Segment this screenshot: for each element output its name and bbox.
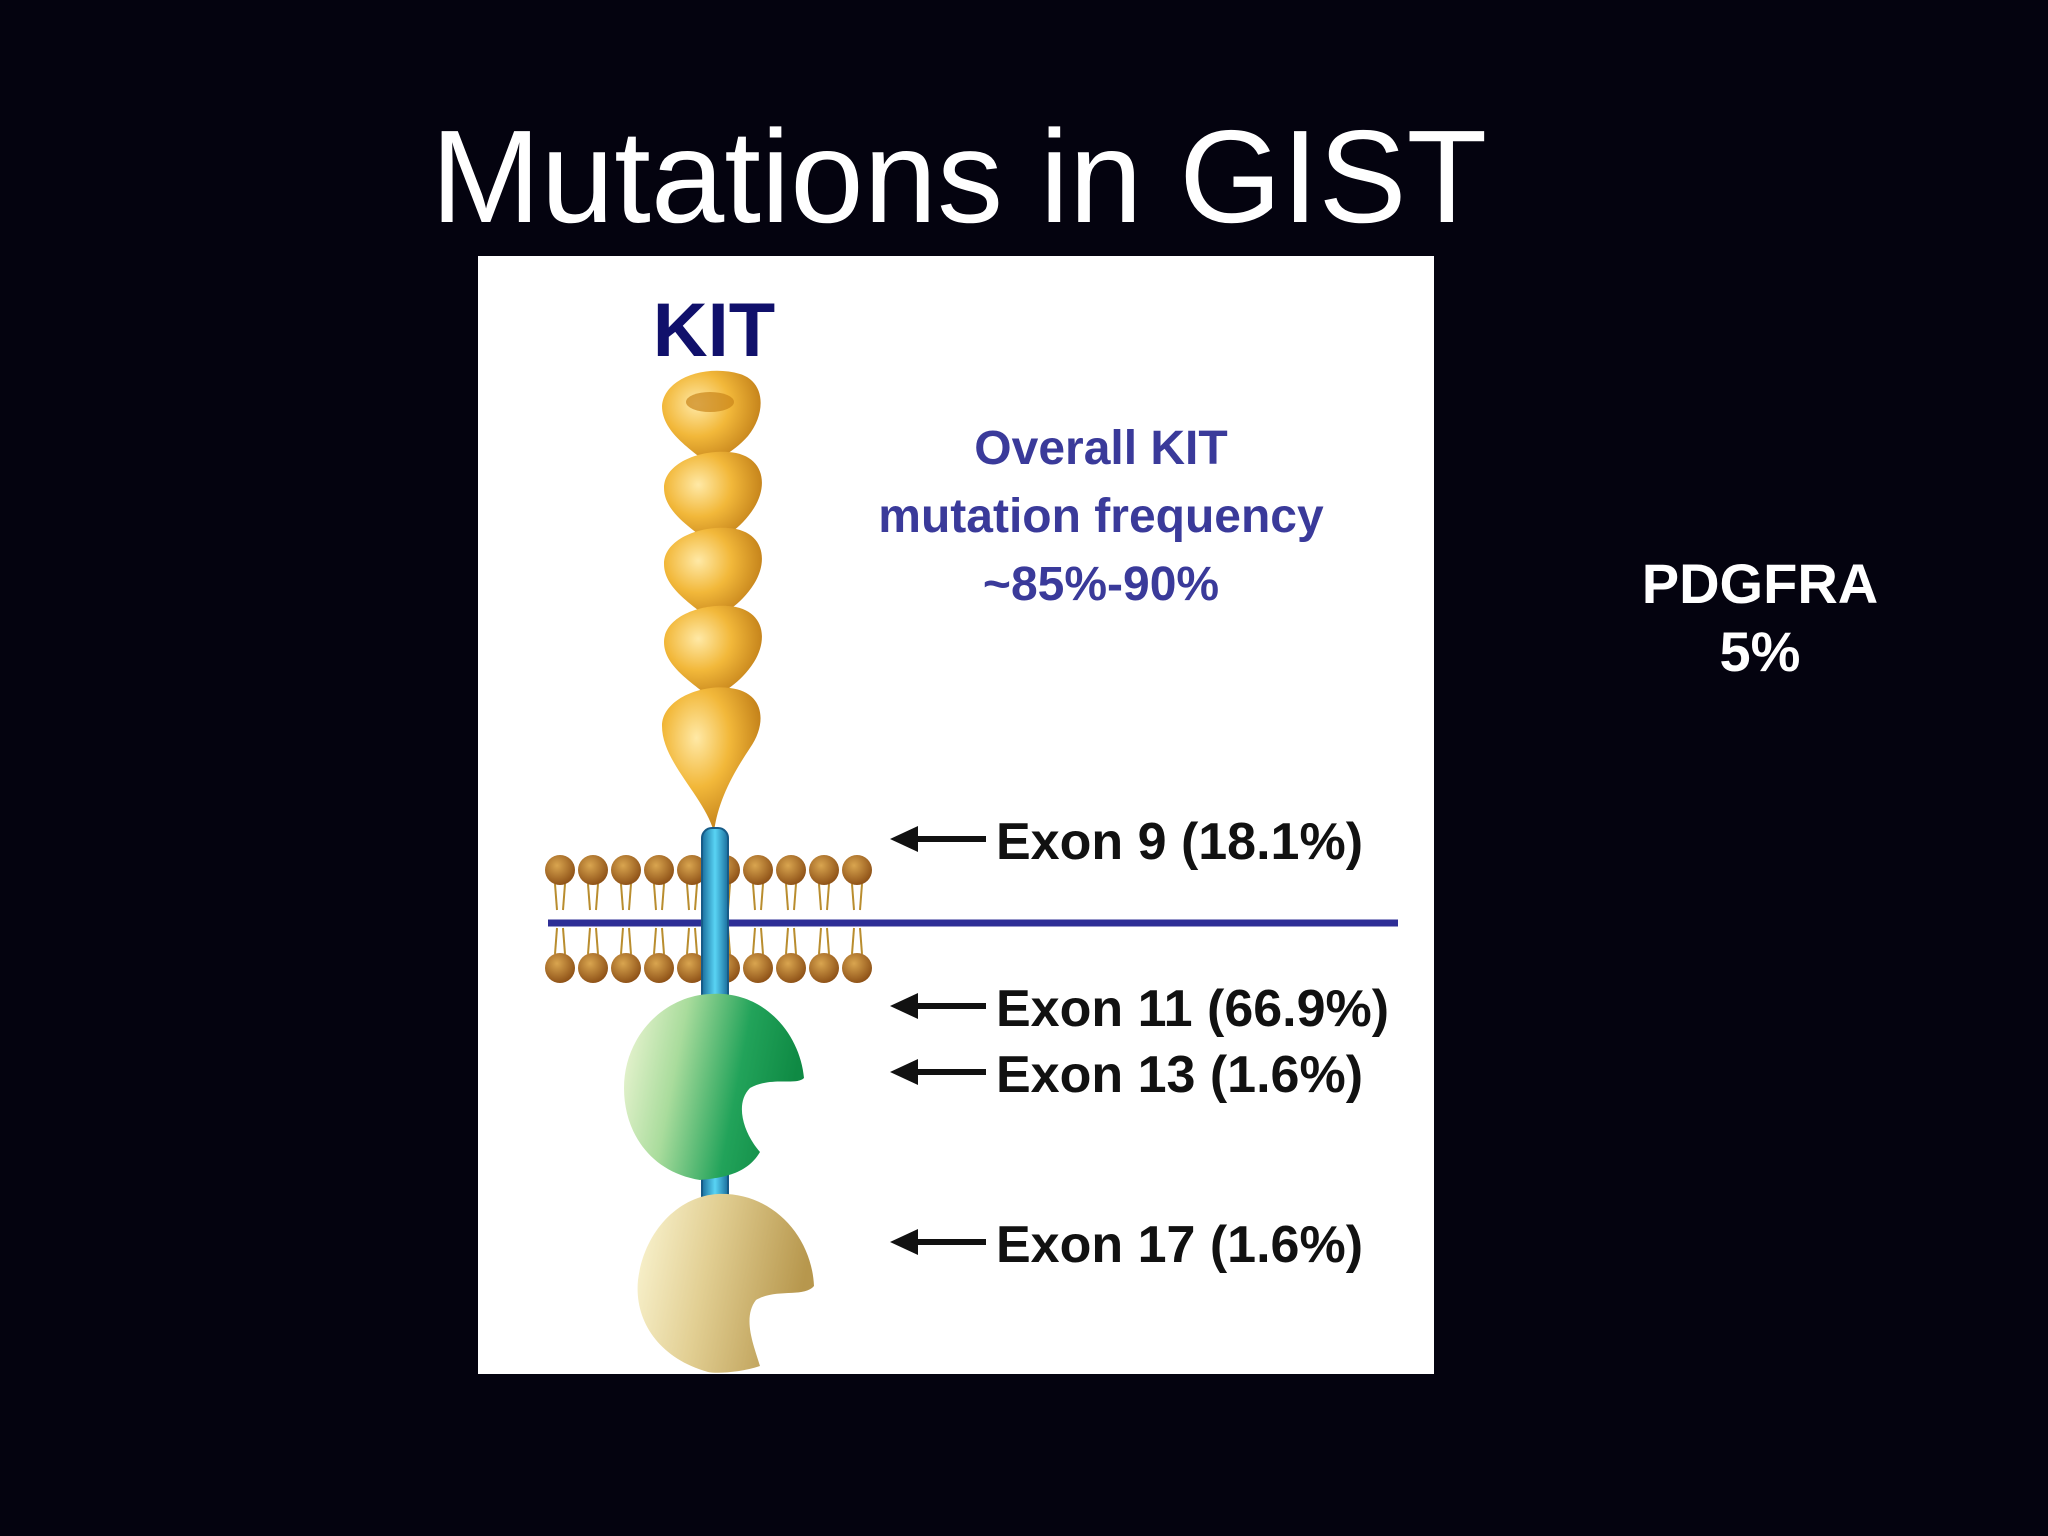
- cell-membrane: [545, 855, 872, 983]
- lipid-tail: [851, 927, 855, 955]
- lipid-head: [743, 953, 773, 983]
- lipid-tail: [554, 883, 558, 911]
- lipid-head: [611, 953, 641, 983]
- lipid-head: [809, 855, 839, 885]
- lipid-tail: [818, 883, 822, 911]
- frequency-note-line1: Overall KIT: [974, 422, 1227, 475]
- ig-domain-3: [664, 527, 762, 622]
- lipid-head: [545, 953, 575, 983]
- lipid-head: [677, 855, 707, 885]
- ig-domain-4: [664, 605, 762, 700]
- exon-17-label: Exon 17 (1.6%): [996, 1216, 1363, 1274]
- lipid-tail: [760, 883, 764, 911]
- lipid-tail: [653, 927, 657, 955]
- kinase-domain-2: [637, 1193, 814, 1373]
- lipid-head: [578, 855, 608, 885]
- exon-9-arrow: [890, 826, 986, 852]
- lipid-tail: [554, 927, 558, 955]
- lipid-head: [545, 855, 575, 885]
- lipid-tail: [562, 883, 566, 911]
- lipid-tail: [785, 883, 789, 911]
- lipid-tail: [752, 927, 756, 955]
- lipid-head: [644, 953, 674, 983]
- lipid-tail: [620, 927, 624, 955]
- lipid-head: [611, 855, 641, 885]
- lipid-tail: [760, 927, 764, 955]
- lipid-head: [578, 953, 608, 983]
- exon-13-arrow: [890, 1059, 986, 1085]
- exon-11-label: Exon 11 (66.9%): [996, 980, 1389, 1038]
- exon-11-arrow: [890, 993, 986, 1019]
- exon-17-arrow: [890, 1229, 986, 1255]
- lipid-tail: [793, 883, 797, 911]
- kit-diagram-panel: KIT Overall KIT mutation frequency ~85%-…: [478, 256, 1434, 1374]
- lipid-head: [842, 855, 872, 885]
- lipid-tail: [686, 883, 690, 911]
- lipid-tail: [661, 883, 665, 911]
- lipid-tail: [595, 927, 599, 955]
- pdgfra-label: PDGFRA: [1641, 552, 1879, 615]
- kit-extracellular-domains: [662, 370, 762, 832]
- exon-arrows: [890, 826, 986, 1255]
- lipid-tail: [628, 883, 632, 911]
- ig-domain-1: [662, 370, 761, 466]
- pdgfra-frequency-label: PDGFRA 5%: [1600, 550, 1920, 686]
- lipid-tail: [826, 883, 830, 911]
- lipid-head: [842, 953, 872, 983]
- lipid-tail: [587, 883, 591, 911]
- frequency-note-line2: mutation frequency: [878, 490, 1324, 543]
- ig-domain-2: [664, 451, 762, 546]
- lipid-head: [743, 855, 773, 885]
- lipid-tail: [752, 883, 756, 911]
- lipid-head: [677, 953, 707, 983]
- lipid-tail: [686, 927, 690, 955]
- lipid-tail: [620, 883, 624, 911]
- lipid-tail: [694, 883, 698, 911]
- lipid-tail: [859, 927, 863, 955]
- ig-domain-5: [662, 687, 761, 832]
- lipid-head: [776, 855, 806, 885]
- lipid-tail: [851, 883, 855, 911]
- lipid-tail: [826, 927, 830, 955]
- lipid-tail: [587, 927, 591, 955]
- kit-diagram: KIT Overall KIT mutation frequency ~85%-…: [545, 288, 1398, 1373]
- exon-9-label: Exon 9 (18.1%): [996, 813, 1363, 871]
- lipid-tail: [859, 883, 863, 911]
- lipid-head: [776, 953, 806, 983]
- lipid-tail: [628, 927, 632, 955]
- exon-13-label: Exon 13 (1.6%): [996, 1046, 1363, 1104]
- lipid-head: [644, 855, 674, 885]
- lipid-tail: [785, 927, 789, 955]
- kinase-domain-1: [624, 993, 804, 1180]
- pdgfra-percent: 5%: [1719, 620, 1801, 683]
- lipid-tail: [661, 927, 665, 955]
- lipid-head: [809, 953, 839, 983]
- lipid-tail: [595, 883, 599, 911]
- kit-label: KIT: [653, 288, 775, 373]
- lipid-tail: [793, 927, 797, 955]
- frequency-note-line3: ~85%-90%: [983, 558, 1219, 611]
- lipid-tail: [653, 883, 657, 911]
- slide-title: Mutations in GIST: [430, 103, 1488, 250]
- lipid-tail: [562, 927, 566, 955]
- lipid-tail: [694, 927, 698, 955]
- lipid-tail: [818, 927, 822, 955]
